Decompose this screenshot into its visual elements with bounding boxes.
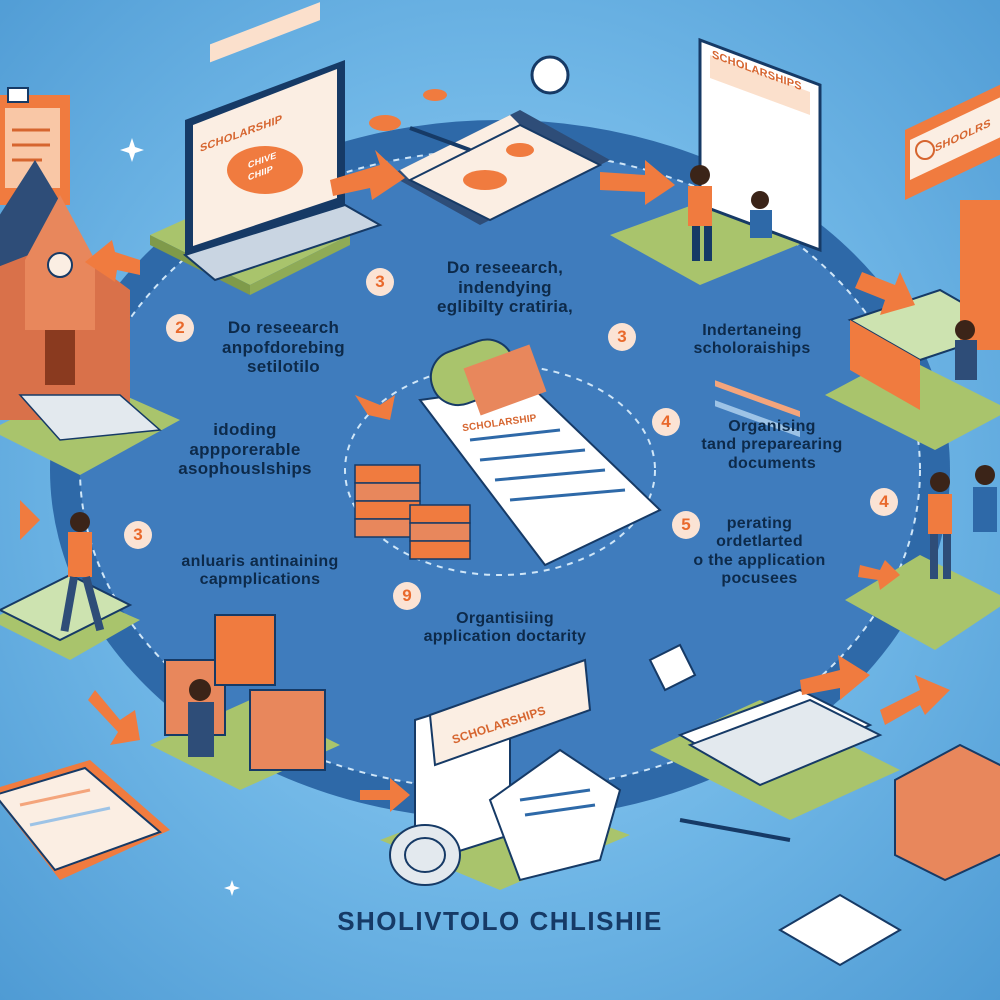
arrow-icon — [880, 675, 950, 725]
step-line: asophouslships — [150, 459, 340, 479]
arrow-icon — [88, 690, 140, 745]
step-line: appporerable — [150, 440, 340, 460]
step-badge: 3 — [366, 268, 394, 296]
step-line: application doctarity — [395, 628, 615, 646]
step-line: capmplications — [150, 571, 370, 589]
step-badge: 4 — [870, 488, 898, 516]
step-line: Do reseearch — [196, 318, 371, 338]
step-badge: 2 — [166, 314, 194, 342]
step-line: pocusees — [662, 570, 857, 588]
step-badge: 3 — [124, 521, 152, 549]
step-text-block: Indertaneing scholoraiships — [652, 322, 852, 359]
step-text-block: Organising tand preparearing documents — [672, 418, 872, 473]
step-line: setilotilo — [196, 357, 371, 377]
step-badge: 9 — [393, 582, 421, 610]
step-line: eglibilty cratiria, — [400, 297, 610, 317]
step-line: Organtisiing — [395, 610, 615, 628]
step-line: Indertaneing — [652, 322, 852, 340]
arrow-icon — [20, 500, 40, 540]
step-line: anpofdorebing — [196, 338, 371, 358]
step-line: documents — [672, 455, 872, 473]
step-text-block: perating ordetlarted o the application p… — [662, 515, 857, 589]
step-line: scholoraiships — [652, 340, 852, 358]
step-text-block: Do reseearch, indendying eglibilty crati… — [400, 258, 610, 317]
step-line: Do reseearch, — [400, 258, 610, 278]
step-line: tand preparearing — [672, 436, 872, 454]
step-line: Organising — [672, 418, 872, 436]
step-line: anluaris antinaining — [150, 553, 370, 571]
step-text-block: Do reseearch anpofdorebing setilotilo — [196, 318, 371, 377]
step-text-block: anluaris antinaining capmplications — [150, 553, 370, 590]
step-text-block: Organtisiing application doctarity — [395, 610, 615, 647]
step-text-block: idoding appporerable asophouslships — [150, 420, 340, 479]
step-line: perating — [662, 515, 857, 533]
footer-title: SHOLIVTOLO CHLISHIE — [270, 906, 730, 937]
step-line: indendying — [400, 278, 610, 298]
clock-icon — [532, 57, 568, 93]
step-line: o the application — [662, 552, 857, 570]
step-line: idoding — [150, 420, 340, 440]
open-book-bottom-illustration — [0, 760, 170, 880]
step-line: ordetlarted — [662, 533, 857, 551]
step-badge: 3 — [608, 323, 636, 351]
